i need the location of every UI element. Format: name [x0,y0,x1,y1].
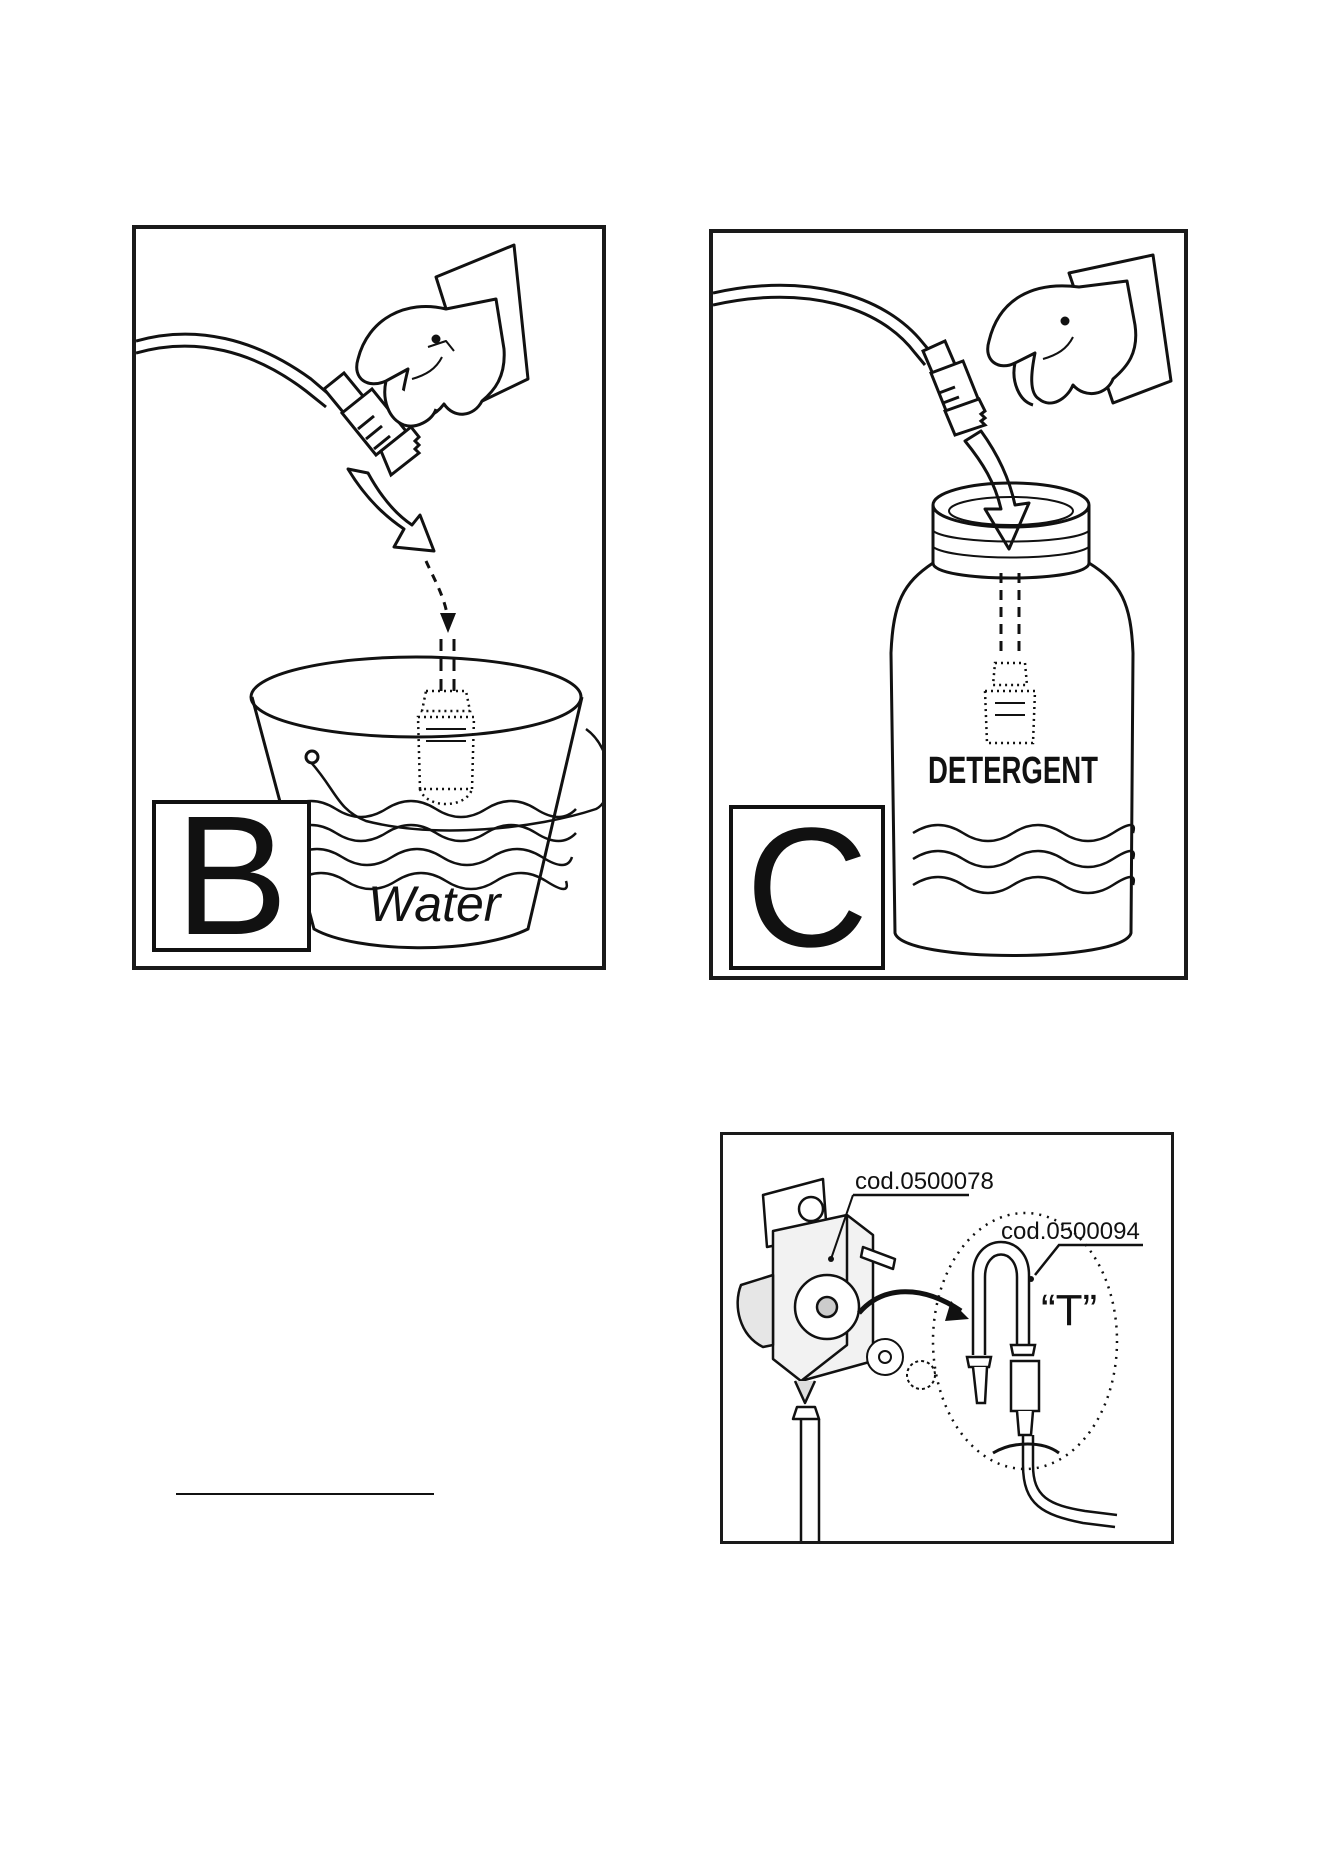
arrow-icon [859,1292,961,1313]
panel-pump-t-tube: cod.0500078 cod.0500094 “T” [720,1132,1174,1544]
bottle-icon [891,483,1134,956]
path-line [426,561,448,621]
panel-c-detergent: DETERGENT C [709,229,1188,980]
connector-icon [923,341,985,435]
detergent-label: DETERGENT [928,750,1098,792]
tube-label: “T” [1041,1286,1097,1335]
hand-icon [988,255,1171,405]
blank-underline [176,1493,434,1495]
arrow-icon [348,469,434,551]
hose-icon [136,334,332,407]
hand-icon [357,245,528,426]
t-tube-icon [967,1242,1117,1527]
part-code-pump: cod.0500078 [855,1168,994,1195]
step-letter-b: B [152,800,311,952]
part-code-tube: cod.0500094 [1001,1218,1140,1245]
panel-b-water: Water B [132,225,606,970]
arrow-icon [965,431,1029,549]
rotor-icon [867,1339,935,1389]
step-letter-c: C [729,805,885,970]
pump-tube-illustration: cod.0500078 cod.0500094 “T” [723,1135,1171,1541]
water-label: Water [368,876,503,932]
path-arrowhead-icon [440,613,456,633]
hose-icon [713,285,933,365]
